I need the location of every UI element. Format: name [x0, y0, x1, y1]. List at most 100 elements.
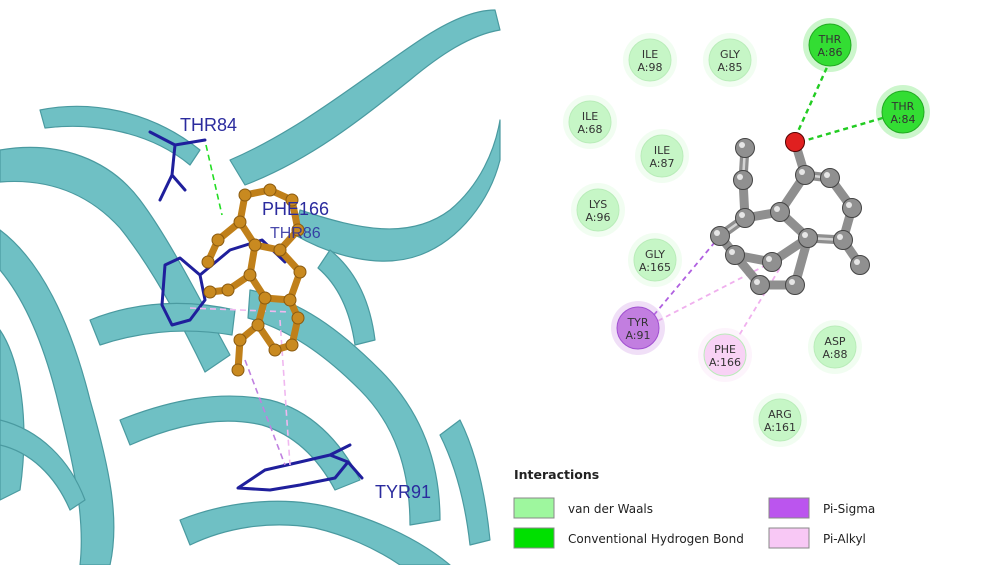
- label-tyr91-3d: TYR91: [375, 482, 431, 502]
- ligand-atom: [268, 343, 282, 357]
- residue-name: ARG: [768, 408, 792, 421]
- residue-chain-number: A:96: [585, 211, 610, 224]
- ribbon-strand: [39, 105, 201, 166]
- legend-title: Interactions: [514, 467, 599, 482]
- residue-chain-number: A:165: [639, 261, 671, 274]
- ligand-atom: [285, 193, 299, 207]
- legend-item-pisigma: Pi-Sigma: [768, 497, 875, 519]
- residue-name: ILE: [582, 110, 598, 123]
- residue-disc: [708, 38, 752, 82]
- hbond-line-thr86: [793, 53, 835, 139]
- label-phe166-3d: PHE166: [262, 199, 329, 219]
- ribbon-strand: [0, 146, 231, 373]
- residue-name: LYS: [589, 198, 607, 211]
- ligand-carbon-atom: [795, 165, 815, 185]
- ribbon-strand: [0, 329, 25, 501]
- legend-swatch: [768, 497, 810, 519]
- ligand-carbon-atom: [710, 226, 730, 246]
- atom-highlight: [714, 230, 720, 236]
- residue-name: THR: [891, 100, 915, 113]
- atom-highlight: [799, 169, 805, 175]
- ribbon-strand: [119, 395, 361, 491]
- residue-name: GLY: [720, 48, 740, 61]
- label-thr84-3d: THR84: [180, 115, 237, 135]
- ligand-2d-bond-highlights: [718, 146, 845, 242]
- residue-name: ASP: [824, 335, 846, 348]
- atom-highlight: [729, 249, 735, 255]
- ligand-carbon-atom: [750, 275, 770, 295]
- ligand-carbon-atom: [833, 230, 853, 250]
- ligand-atom: [221, 283, 235, 297]
- residue-disc: [628, 38, 672, 82]
- ligand-carbon-atom: [770, 202, 790, 222]
- ligand-atom: [258, 291, 272, 305]
- atom-highlight: [789, 279, 795, 285]
- residue-disc: [758, 398, 802, 442]
- ligand-atom: [248, 238, 262, 252]
- hbond-line-thr84: [799, 113, 894, 144]
- ligand-atom: [211, 233, 225, 247]
- atom-highlight: [846, 202, 852, 208]
- residue-chain-number: A:68: [577, 123, 602, 136]
- residue-name: THR: [818, 33, 842, 46]
- ligand-carbon-atom: [820, 168, 840, 188]
- ligand-atom: [273, 243, 287, 257]
- pisigma-line-tyr91: [647, 235, 721, 323]
- legend-label: van der Waals: [568, 502, 653, 516]
- residue-chain-number: A:91: [625, 329, 650, 342]
- ligand-carbon-atom: [725, 245, 745, 265]
- ligand-oxygen-atom: [785, 132, 805, 152]
- residue-disc: [576, 188, 620, 232]
- ribbon-strand: [439, 419, 491, 546]
- pi-sigma-dash: [244, 359, 286, 466]
- residue-disc: [568, 100, 612, 144]
- pi-alkyl-dash-2: [279, 319, 291, 466]
- ligand-atom: [238, 188, 252, 202]
- atom-highlight: [737, 174, 743, 180]
- atom-highlight: [766, 256, 772, 262]
- ligand-carbon-atom: [842, 198, 862, 218]
- residue-chain-number: A:166: [709, 356, 741, 369]
- residue-chain-number: A:98: [637, 61, 662, 74]
- ribbon-strand: [247, 289, 441, 526]
- residue-disc: [703, 333, 747, 377]
- ribbon-strand: [294, 119, 501, 262]
- ligand-atom: [251, 318, 265, 332]
- residue-chain-number: A:88: [822, 348, 847, 361]
- ligand-atom: [203, 285, 217, 299]
- legend-item-pialkyl: Pi-Alkyl: [768, 527, 866, 549]
- label-thr86-3d: THR86: [270, 225, 321, 242]
- ligand-2d-atoms: [710, 132, 870, 295]
- legend-label: Pi-Sigma: [823, 502, 875, 516]
- pialkyl-line-phe166: [734, 267, 781, 343]
- residue-chain-number: A:84: [890, 113, 915, 126]
- ligand-atom: [285, 338, 299, 352]
- residue-disc: [640, 134, 684, 178]
- ligand-carbon-atom: [733, 170, 753, 190]
- ligand-atom: [263, 183, 277, 197]
- atom-highlight: [739, 212, 745, 218]
- legend-swatch: [513, 497, 555, 519]
- residue-chain-number: A:85: [717, 61, 742, 74]
- atom-highlight: [754, 279, 760, 285]
- interaction-lines-2d: [647, 53, 894, 343]
- ligand-atom: [293, 265, 307, 279]
- pi-alkyl-dash: [189, 307, 291, 313]
- residue-disc: [813, 325, 857, 369]
- ligand-carbon-atom: [798, 228, 818, 248]
- ligand-atom: [233, 215, 247, 229]
- pialkyl-line-tyr91: [649, 261, 773, 326]
- atom-highlight: [774, 206, 780, 212]
- hbond-dash-thr84: [205, 144, 223, 216]
- ligand-atom: [291, 311, 305, 325]
- ligand-atom: [291, 223, 305, 237]
